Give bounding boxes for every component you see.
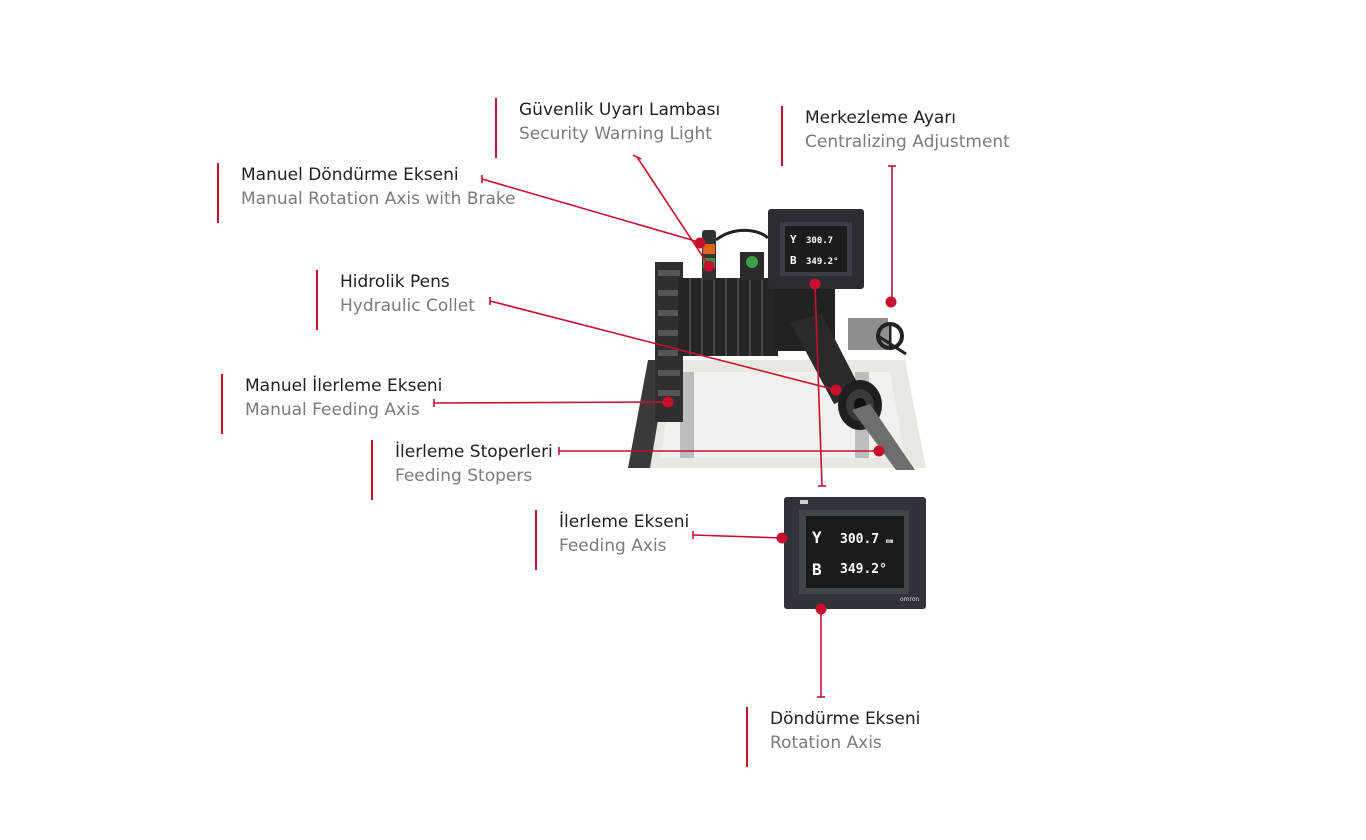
label-accent-bar	[371, 440, 373, 500]
label-en: Rotation Axis	[770, 733, 882, 753]
detail-display-b-axis: B	[812, 560, 822, 579]
label-tr: İlerleme Ekseni	[559, 512, 690, 532]
label-accent-bar	[495, 98, 497, 158]
label-tr: İlerleme Stoperleri	[395, 442, 553, 462]
label-accent-bar	[535, 510, 537, 570]
label-en: Centralizing Adjustment	[805, 132, 1010, 152]
label-en: Security Warning Light	[519, 124, 712, 144]
machine-display-y-value: 300.7	[806, 236, 833, 246]
label-tr: Döndürme Ekseni	[770, 709, 921, 729]
detail-display-b-value: 349.2°	[840, 562, 887, 577]
machine-illustration: Y 300.7 B 349.2°	[628, 209, 926, 470]
machine-display-y-axis: Y	[790, 233, 797, 246]
machine-display-b-axis: B	[790, 254, 797, 267]
detail-display: Y 300.7 mm B 349.2° omron	[784, 497, 926, 609]
label-hydraulic-collet: Hidrolik Pens Hydraulic Collet	[316, 270, 475, 330]
label-en: Feeding Stopers	[395, 466, 533, 486]
label-en: Manual Rotation Axis with Brake	[241, 189, 516, 209]
label-tr: Manuel İlerleme Ekseni	[245, 376, 443, 396]
leader-lines	[433, 154, 896, 698]
label-tr: Manuel Döndürme Ekseni	[241, 165, 459, 185]
label-accent-bar	[316, 270, 318, 330]
label-tr: Güvenlik Uyarı Lambası	[519, 100, 721, 120]
label-accent-bar	[217, 163, 219, 223]
label-tr: Merkezleme Ayarı	[805, 108, 957, 128]
detail-display-y-axis: Y	[812, 528, 822, 547]
label-accent-bar	[781, 106, 783, 166]
label-en: Feeding Axis	[559, 536, 667, 556]
leader-dots	[662, 237, 897, 615]
label-warning-light: Güvenlik Uyarı Lambası Security Warning …	[495, 98, 721, 158]
label-feeding-stoppers: İlerleme Stoperleri Feeding Stopers	[371, 440, 553, 500]
detail-display-y-value: 300.7	[840, 532, 879, 547]
label-feeding-axis: İlerleme Ekseni Feeding Axis	[535, 510, 690, 570]
label-accent-bar	[221, 374, 223, 434]
label-en: Manual Feeding Axis	[245, 400, 420, 420]
machine-display-b-value: 349.2°	[806, 257, 839, 267]
label-tr: Hidrolik Pens	[340, 272, 450, 292]
label-accent-bar	[746, 707, 748, 767]
label-centralizing: Merkezleme Ayarı Centralizing Adjustment	[781, 106, 1010, 166]
label-rotation-axis: Döndürme Ekseni Rotation Axis	[746, 707, 921, 767]
detail-display-brand: omron	[900, 596, 920, 603]
detail-display-y-unit: mm	[886, 538, 894, 545]
label-en: Hydraulic Collet	[340, 296, 475, 316]
label-manual-rotation: Manuel Döndürme Ekseni Manual Rotation A…	[217, 163, 516, 223]
label-manual-feeding: Manuel İlerleme Ekseni Manual Feeding Ax…	[221, 374, 443, 434]
